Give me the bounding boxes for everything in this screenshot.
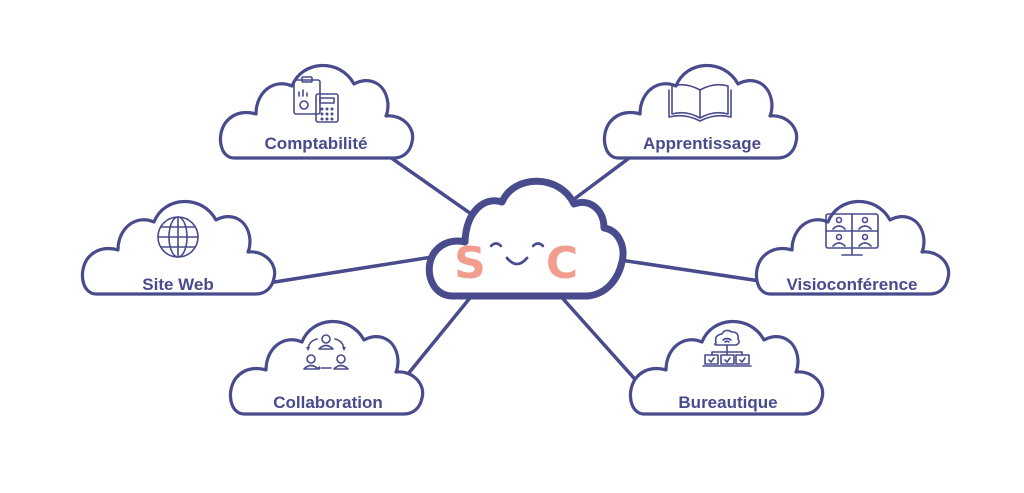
right-eye-icon — [531, 242, 545, 248]
video-conference-icon — [825, 213, 879, 256]
node-comptabilite: Comptabilité — [218, 63, 415, 160]
node-collaboration: Collaboration — [228, 319, 425, 416]
node-label-comptabilite: Comptabilité — [265, 134, 368, 153]
open-book-icon — [668, 83, 732, 122]
node-bureautique: Bureautique — [628, 319, 825, 416]
accounting-calculator-icon — [293, 76, 339, 123]
node-site-web: Site Web — [80, 199, 277, 296]
team-cycle-icon — [303, 334, 349, 370]
node-label-site-web: Site Web — [142, 275, 213, 294]
globe-icon — [157, 216, 199, 258]
node-visioconference: Visioconférence — [754, 199, 951, 296]
smile-icon — [505, 256, 529, 266]
node-label-collaboration: Collaboration — [273, 393, 383, 412]
office-network-icon — [702, 329, 752, 367]
node-apprentissage: Apprentissage — [602, 63, 799, 160]
node-label-apprentissage: Apprentissage — [643, 134, 761, 153]
center-letter-s: S — [454, 238, 486, 289]
left-eye-icon — [489, 242, 503, 248]
center-cloud: S C — [425, 177, 627, 300]
node-label-bureautique: Bureautique — [678, 393, 777, 412]
center-letter-c: C — [546, 238, 578, 289]
node-label-visioconference: Visioconférence — [786, 275, 917, 294]
